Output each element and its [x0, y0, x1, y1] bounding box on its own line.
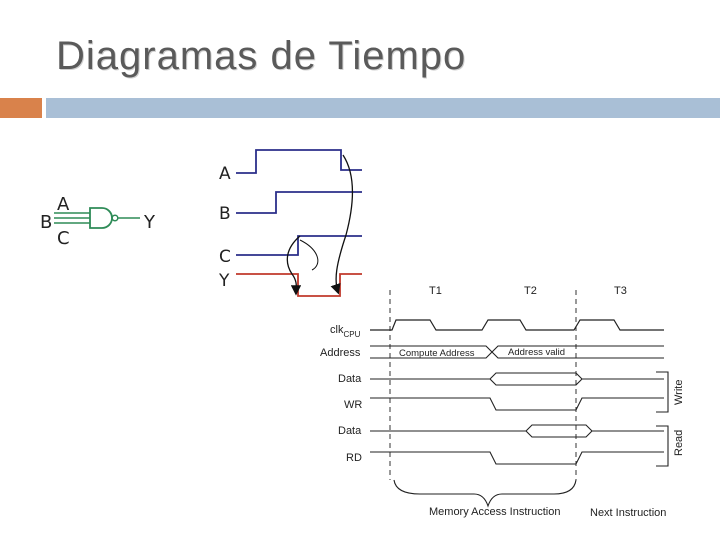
accent-bar-orange — [0, 98, 42, 118]
waveform-y-trace — [236, 273, 362, 297]
memory-access-label: Memory Access Instruction — [429, 506, 560, 518]
nand-gate-body — [89, 207, 113, 229]
gate-input-a-label: A — [57, 194, 70, 215]
cause-arrow-a-to-y — [330, 154, 354, 295]
nand-gate-figure: A B C Y — [40, 194, 156, 249]
read-bracket — [656, 425, 669, 467]
wr-trace — [370, 397, 664, 411]
cause-arrow-c-to-y — [286, 235, 302, 296]
waveform-b-label: B — [219, 204, 231, 224]
wr-label: WR — [344, 399, 362, 411]
data-read-trace — [370, 424, 664, 438]
waveform-c-label: C — [219, 247, 231, 267]
address-valid-text: Address valid — [508, 347, 565, 358]
nand-bubble — [111, 214, 119, 222]
waveform-a-trace — [236, 149, 362, 174]
read-group-label: Read — [673, 430, 685, 456]
phase-t3-label: T3 — [614, 285, 627, 297]
waveform-a-label: A — [219, 164, 231, 184]
address-label: Address — [320, 347, 361, 359]
write-group-label: Write — [673, 380, 685, 405]
next-instruction-label: Next Instruction — [590, 507, 666, 519]
write-bracket — [656, 371, 669, 413]
clock-trace — [370, 319, 664, 331]
clock-label: clkCPU — [330, 324, 361, 339]
address-compute-text: Compute Address — [399, 348, 475, 359]
rd-label: RD — [346, 452, 362, 464]
cause-arrow-curl — [299, 239, 319, 271]
gate-input-c-label: C — [57, 228, 70, 249]
waveform-c-trace — [236, 235, 362, 256]
gate-output-y-label: Y — [143, 212, 156, 233]
data-read-label: Data — [338, 425, 362, 437]
memory-access-brace — [393, 479, 577, 508]
accent-bar-blue — [46, 98, 720, 118]
address-valid-segment — [491, 345, 664, 359]
bus-timing-diagram: T1 T2 T3 clkCPU Address Data WR Data RD … — [320, 285, 685, 519]
gate-waveform: A B C Y — [218, 149, 362, 297]
phase-t1-label: T1 — [429, 285, 442, 297]
data-write-trace — [370, 372, 664, 386]
slide-title: Diagramas de Tiempo — [56, 34, 467, 78]
rd-trace — [370, 451, 664, 465]
waveform-b-trace — [236, 191, 362, 214]
waveform-y-label: Y — [218, 271, 230, 291]
gate-input-b-label: B — [40, 212, 52, 233]
phase-t2-label: T2 — [524, 285, 537, 297]
data-write-label: Data — [338, 373, 362, 385]
